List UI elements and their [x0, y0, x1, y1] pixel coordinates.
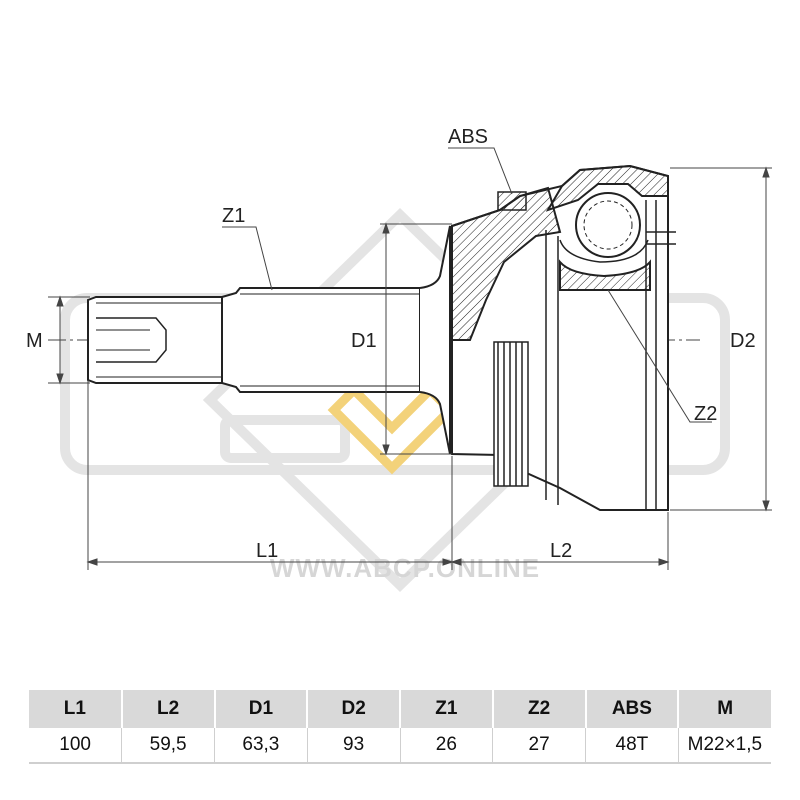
- label-d1: D1: [351, 330, 377, 352]
- watermark-url: WWW.ABCP.ONLINE: [270, 553, 540, 583]
- header-d2: D2: [306, 690, 400, 728]
- abs-tab: [497, 191, 527, 211]
- joint-housing: [451, 164, 676, 511]
- header-d1: D1: [213, 690, 308, 728]
- header-l2: L2: [120, 690, 215, 728]
- value-m: M22×1,5: [677, 728, 771, 764]
- value-l2: 59,5: [121, 728, 215, 764]
- label-d2: D2: [730, 330, 756, 352]
- label-z2: Z2: [694, 403, 717, 425]
- header-m: M: [677, 690, 771, 728]
- spec-header-row: L1 L2 D1 D2 Z1 Z2 ABS M: [29, 690, 771, 728]
- value-z1: 26: [399, 728, 493, 764]
- dimension-lines: [48, 147, 772, 570]
- cv-joint-drawing: WWW.ABCP.ONLINE: [26, 126, 772, 592]
- spec-table: L1 L2 D1 D2 Z1 Z2 ABS M 100 59,5 63,3 93…: [29, 690, 771, 764]
- spec-value-row: 100 59,5 63,3 93 26 27 48T M22×1,5: [29, 728, 771, 764]
- label-m: M: [26, 330, 43, 352]
- value-l1: 100: [29, 728, 122, 764]
- label-l2: L2: [550, 540, 572, 562]
- header-l1: L1: [29, 690, 122, 728]
- value-abs: 48T: [585, 728, 679, 764]
- value-d2: 93: [306, 728, 400, 764]
- label-abs: ABS: [448, 126, 488, 148]
- label-z1: Z1: [222, 205, 245, 227]
- value-z2: 27: [492, 728, 586, 764]
- value-d1: 63,3: [214, 728, 308, 764]
- label-l1: L1: [256, 540, 278, 562]
- header-z1: Z1: [399, 690, 493, 728]
- abs-ring: [493, 341, 529, 487]
- header-abs: ABS: [584, 690, 679, 728]
- shaft-thread: [87, 296, 223, 384]
- shaft-body: [221, 225, 451, 455]
- header-z2: Z2: [491, 690, 586, 728]
